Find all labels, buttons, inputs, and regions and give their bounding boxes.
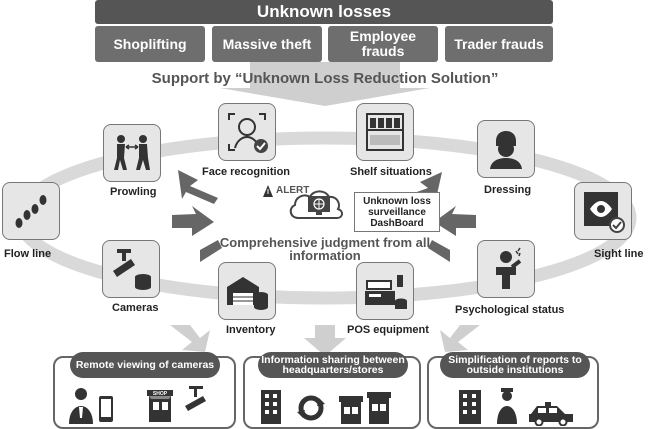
footprints-icon	[15, 195, 47, 228]
sight-line-node	[574, 182, 632, 240]
shop-sign-text: SHOP	[153, 391, 168, 397]
prowling-node	[103, 124, 161, 182]
alert-text: ALERT	[276, 185, 310, 196]
report-simplification-illustration	[459, 388, 573, 426]
face-recognition-node	[218, 103, 276, 161]
pos-equipment-node	[356, 262, 414, 320]
flow-line-label: Flow line	[4, 248, 52, 260]
camera-icon	[113, 249, 151, 290]
dressing-label: Dressing	[484, 184, 532, 196]
remote-viewing-title: Remote viewing of cameras	[70, 352, 220, 378]
information-sharing-illustration	[261, 390, 391, 424]
person-icon	[69, 388, 93, 424]
dashboard-label: Unknown loss surveillance DashBoard	[354, 192, 440, 232]
remote-viewing-illustration: SHOP	[69, 386, 206, 424]
category-trader-frauds: Trader frauds	[445, 26, 553, 62]
dashboard-cloud	[286, 178, 352, 228]
psychological-status-label: Psychological status	[455, 304, 565, 316]
alert-badge: ALERT	[262, 184, 312, 200]
shop-icon	[339, 396, 363, 424]
header-title: Unknown losses	[95, 0, 553, 24]
face-recognition-icon	[228, 113, 268, 153]
comprehensive-judgment-text: Comprehensive judgment from all informat…	[219, 235, 431, 263]
shelf-situations-node	[356, 103, 414, 161]
inventory-label: Inventory	[226, 324, 276, 336]
shop-icon	[367, 392, 391, 424]
anxious-person-icon	[496, 247, 522, 289]
sync-icon	[297, 395, 325, 421]
top-down-arrow	[220, 62, 430, 106]
flow-line-node	[2, 182, 60, 240]
support-text: Support by “Unknown Loss Reduction Solut…	[151, 70, 499, 87]
category-employee-frauds: Employee frauds	[328, 26, 438, 62]
shelf-situations-label: Shelf situations	[350, 166, 432, 178]
pos-register-icon	[365, 275, 407, 309]
warehouse-icon	[227, 277, 268, 310]
office-building-icon	[459, 390, 481, 424]
inventory-node	[218, 262, 276, 320]
face-recognition-label: Face recognition	[202, 166, 291, 178]
dressing-icon	[490, 131, 522, 169]
psychological-status-node	[477, 240, 535, 298]
shelf-icon	[366, 113, 404, 151]
outcome-arrows	[170, 325, 480, 356]
office-building-icon	[261, 390, 281, 424]
eye-icon	[584, 192, 625, 233]
report-simplification-title: Simplification of reports to outside ins…	[440, 352, 590, 378]
shop-icon	[147, 390, 173, 422]
police-officer-icon	[497, 388, 517, 424]
information-sharing-title: Information sharing between headquarters…	[258, 352, 408, 378]
pos-equipment-label: POS equipment	[347, 324, 429, 336]
prowling-label: Prowling	[110, 186, 157, 198]
alert-triangle-icon	[263, 185, 273, 197]
camera-icon	[185, 386, 206, 411]
cameras-node	[102, 240, 160, 298]
prowling-icon	[114, 135, 150, 170]
police-car-icon	[529, 402, 573, 426]
dressing-node	[477, 120, 535, 178]
category-massive-theft: Massive theft	[212, 26, 322, 62]
cameras-label: Cameras	[112, 302, 159, 314]
category-shoplifting: Shoplifting	[95, 26, 205, 62]
cloud-monitor-icon	[289, 190, 343, 219]
sight-line-label: Sight line	[594, 248, 644, 260]
smartphone-icon	[99, 396, 113, 422]
